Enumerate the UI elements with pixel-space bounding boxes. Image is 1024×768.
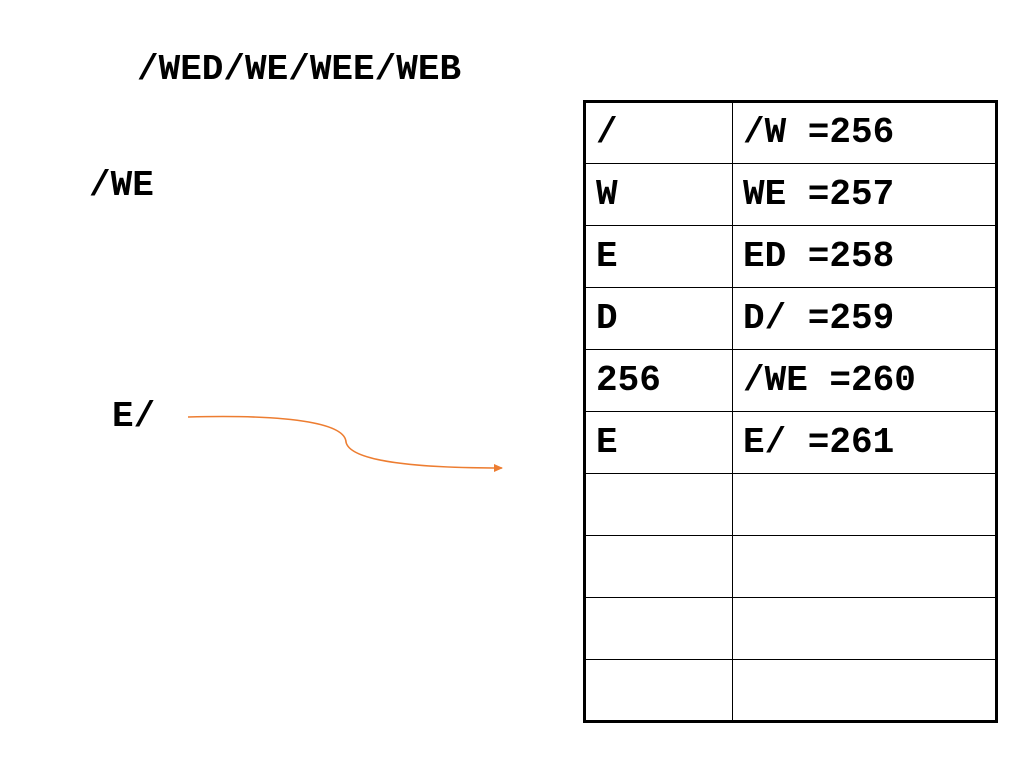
table-row: //W =256 [584,101,997,164]
dictionary-entry-cell [732,473,997,536]
output-cell: D [584,287,733,350]
dictionary-entry-cell: WE =257 [732,163,997,226]
current-string: /WE [89,165,154,206]
dictionary-entry-cell: D/ =259 [732,287,997,350]
output-cell: E [584,411,733,474]
dictionary-entry-cell: /W =256 [732,101,997,164]
output-cell: W [584,163,733,226]
table-row [584,535,997,598]
dictionary-entry-cell: ED =258 [732,225,997,288]
arrow-curve [187,415,503,472]
dictionary-entry-cell [732,597,997,660]
pending-entry: E/ [112,396,156,437]
output-cell: 256 [584,349,733,412]
table-row: 256/WE =260 [584,349,997,412]
input-string: /WED/WE/WEE/WEB [137,49,462,90]
output-cell [584,597,733,660]
table-row [584,597,997,660]
output-cell: E [584,225,733,288]
output-cell [584,473,733,536]
dictionary-entry-cell: /WE =260 [732,349,997,412]
table-row [584,659,997,722]
output-cell [584,659,733,722]
table-row [584,473,997,536]
dictionary-entry-cell [732,659,997,722]
output-cell [584,535,733,598]
dictionary-entry-cell [732,535,997,598]
output-cell: / [584,101,733,164]
dictionary-entry-cell: E/ =261 [732,411,997,474]
